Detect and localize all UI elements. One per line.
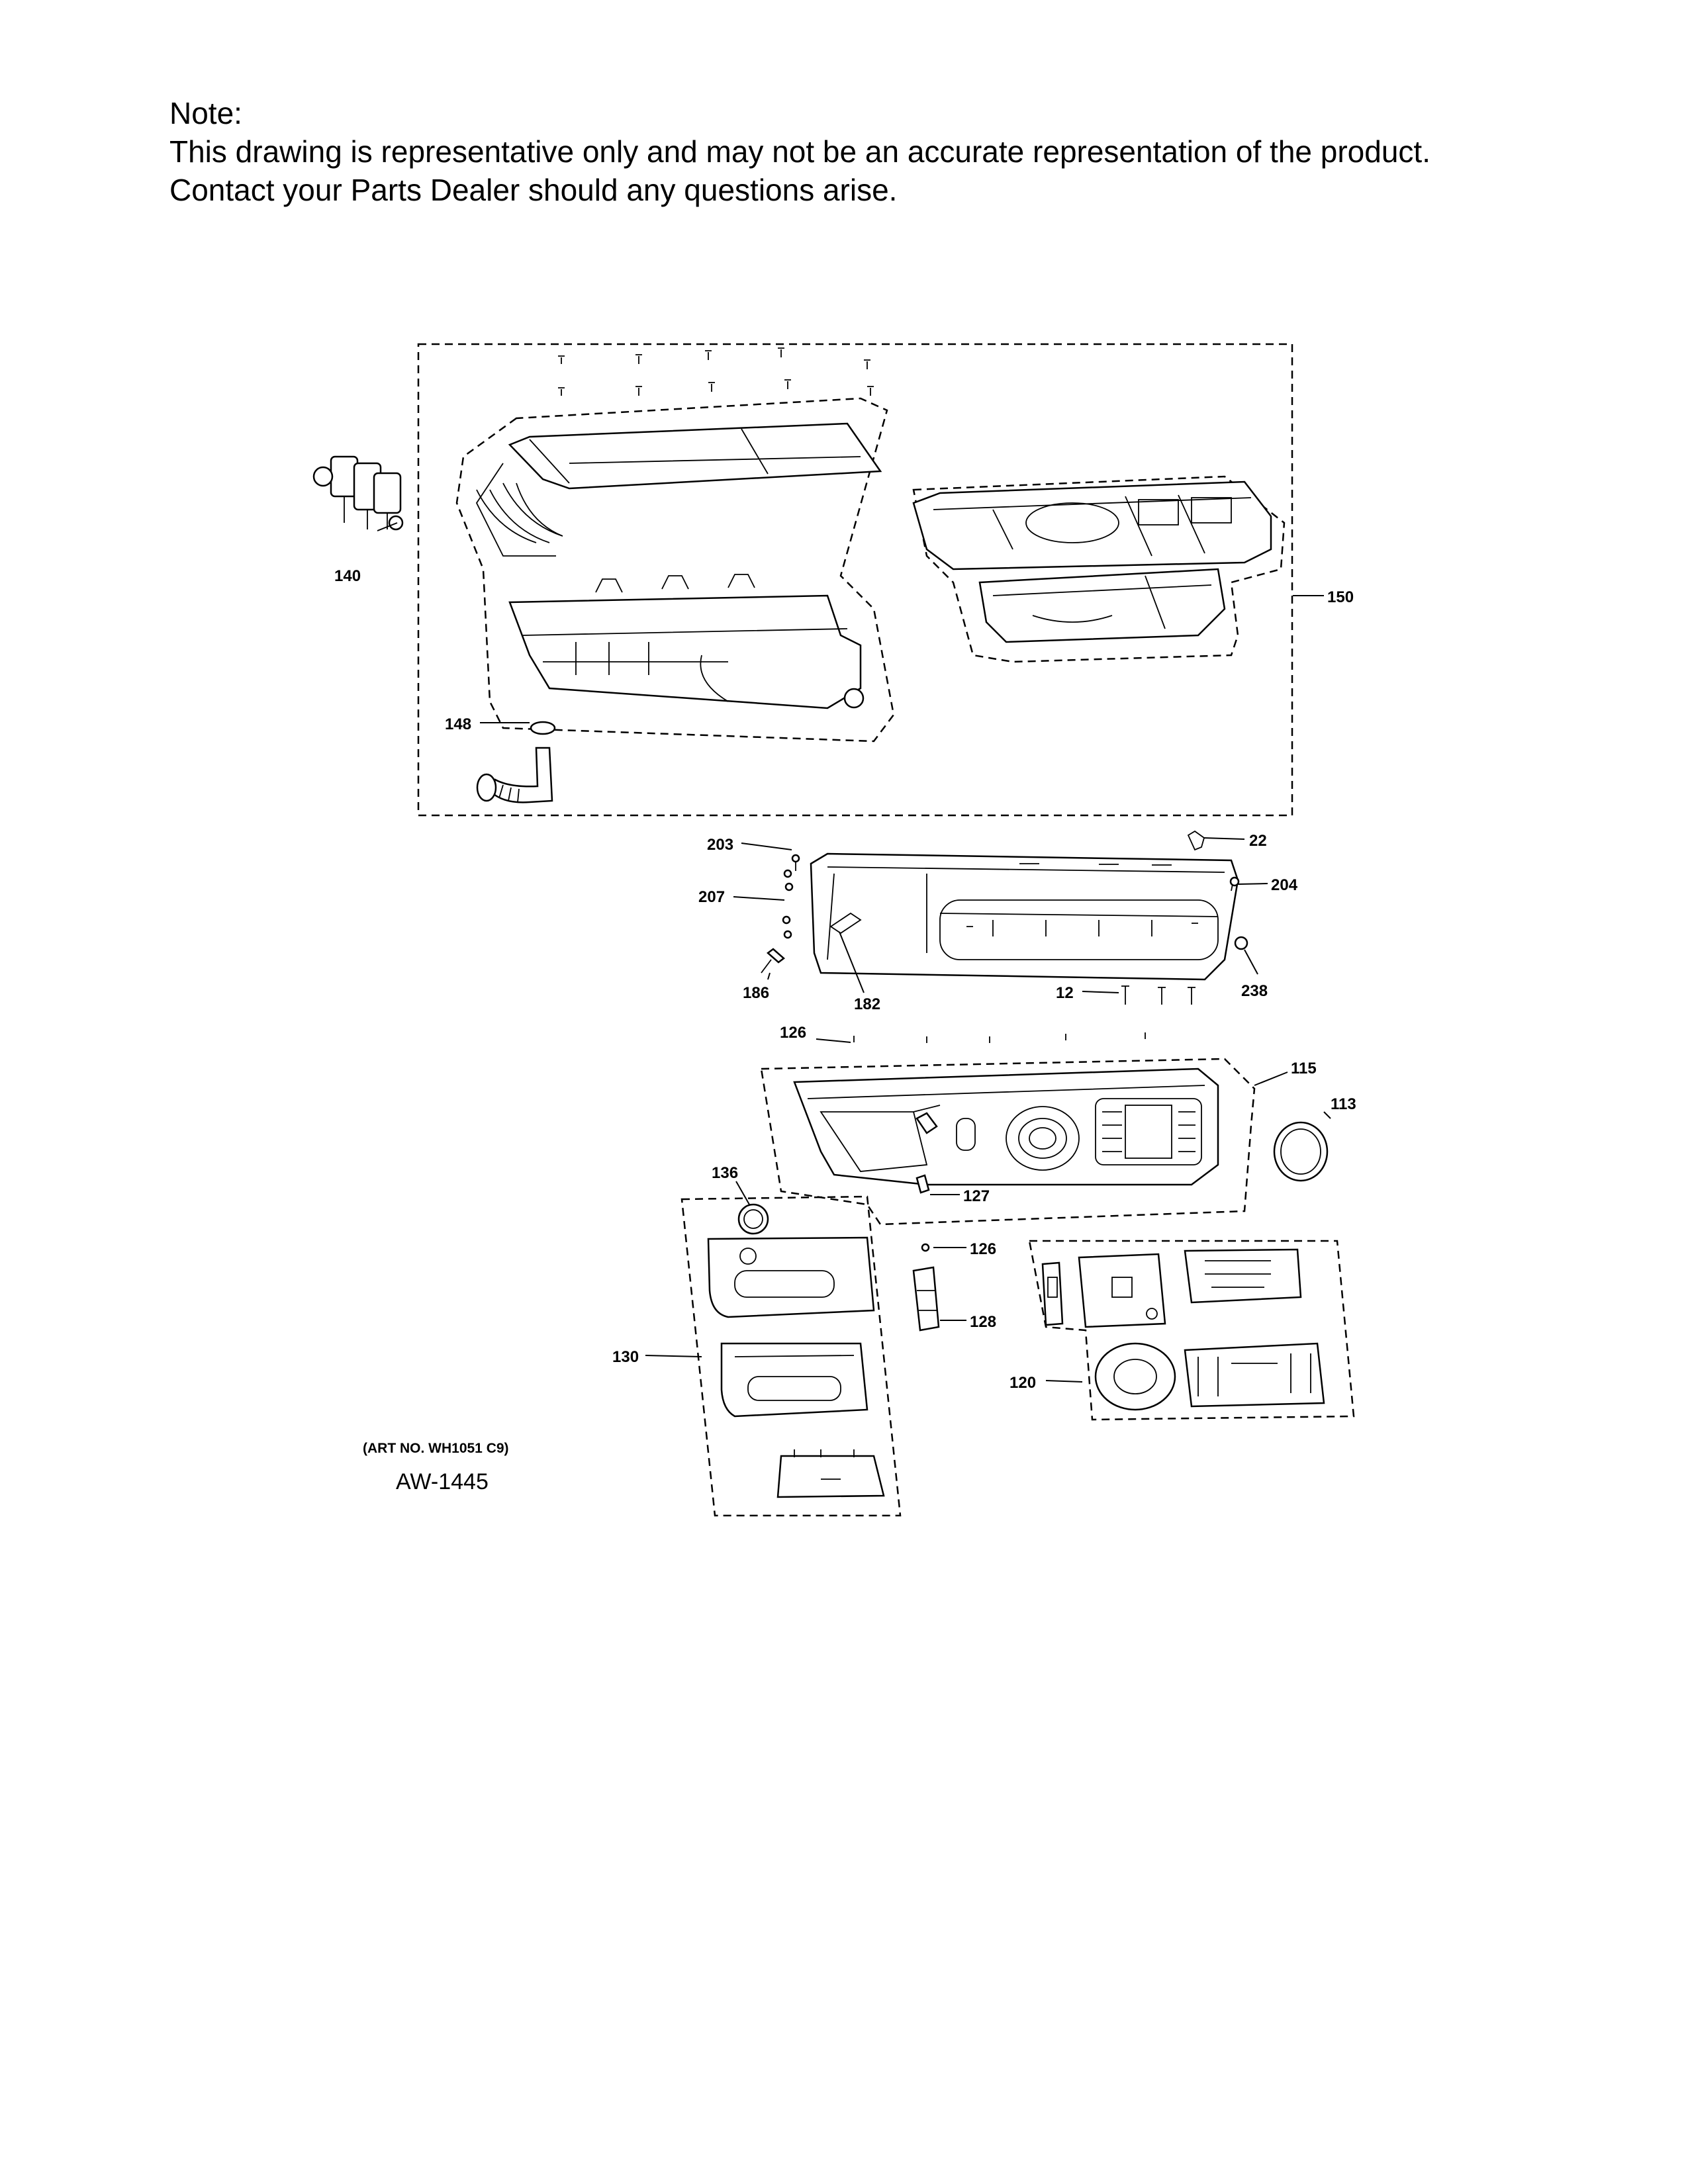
callout-150: 150 xyxy=(1327,588,1354,606)
callout-12: 12 xyxy=(1056,984,1074,1002)
callout-126-top: 126 xyxy=(780,1024,806,1042)
control-board-group xyxy=(1028,1240,1355,1421)
dispenser-lower-housing xyxy=(508,574,865,709)
callout-204: 204 xyxy=(1271,876,1298,894)
callout-182: 182 xyxy=(854,995,880,1013)
note-line-2: Contact your Parts Dealer should any que… xyxy=(169,173,898,207)
callout-126-bottom: 126 xyxy=(970,1240,996,1258)
callout-203: 203 xyxy=(707,836,733,854)
callout-148: 148 xyxy=(445,715,471,733)
power-switch xyxy=(912,1243,940,1332)
callout-115: 115 xyxy=(1291,1060,1317,1077)
disclaimer-note: Note: This drawing is representative onl… xyxy=(169,94,1430,209)
callout-labels: 140 148 150 203 22 207 204 186 182 12 23… xyxy=(334,567,1356,1392)
frame-hardware xyxy=(761,830,1248,1005)
selector-knob xyxy=(1273,1121,1329,1182)
detergent-tray-bottom xyxy=(978,568,1226,643)
callout-128: 128 xyxy=(970,1313,996,1331)
water-inlet-valve xyxy=(312,455,404,531)
callout-238: 238 xyxy=(1241,982,1268,1000)
leader-lines xyxy=(377,522,1331,1383)
callout-186: 186 xyxy=(743,984,769,1002)
drawing-id: AW-1445 xyxy=(396,1469,489,1494)
console-assembly-group xyxy=(760,1032,1256,1226)
callout-127: 127 xyxy=(963,1187,990,1205)
callout-113: 113 xyxy=(1331,1095,1356,1113)
callout-130: 130 xyxy=(612,1348,639,1366)
panel-insert-group xyxy=(680,1195,902,1517)
dispenser-upper-housing xyxy=(475,422,882,557)
top-screws xyxy=(558,347,874,396)
callout-136: 136 xyxy=(712,1164,738,1182)
callout-120: 120 xyxy=(1009,1374,1036,1392)
callout-22: 22 xyxy=(1249,832,1267,850)
note-line-1: This drawing is representative only and … xyxy=(169,134,1430,169)
art-number: (ART NO. WH1051 C9) xyxy=(363,1441,509,1456)
callout-140: 140 xyxy=(334,567,361,585)
callout-207: 207 xyxy=(698,888,725,906)
dispenser-assembly-group xyxy=(312,343,1293,817)
inlet-hose xyxy=(476,721,556,803)
note-heading: Note: xyxy=(169,96,242,130)
detergent-tray-top xyxy=(912,480,1272,570)
control-panel-frame xyxy=(810,852,1239,981)
